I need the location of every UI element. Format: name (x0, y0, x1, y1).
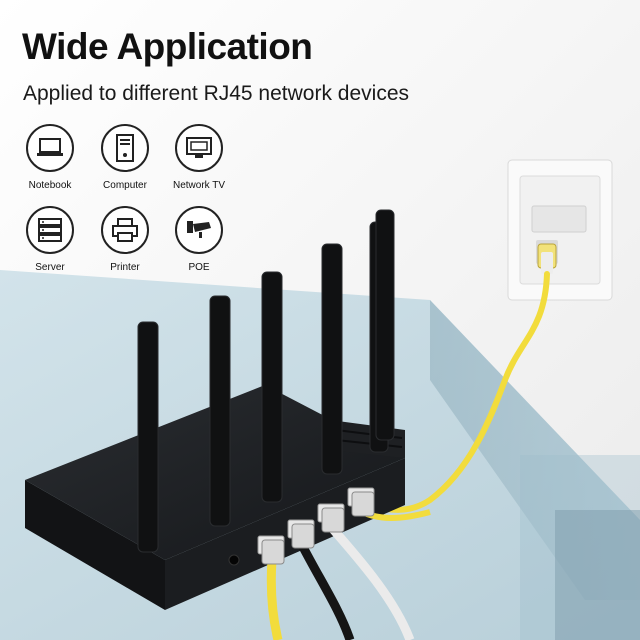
camera-icon (175, 206, 223, 254)
device-server: Server (10, 206, 90, 273)
device-printer: Printer (85, 206, 165, 273)
device-label: Computer (103, 180, 147, 191)
device-label: Notebook (28, 180, 72, 191)
page-title: Wide Application (22, 26, 313, 67)
router-antennas (137, 209, 395, 553)
tv-icon (175, 124, 223, 172)
device-notebook: Notebook (10, 124, 90, 191)
device-label: Network TV (172, 180, 226, 191)
printer-icon (101, 206, 149, 254)
cables (261, 491, 431, 640)
device-label: Server (35, 262, 65, 273)
computer-icon (101, 124, 149, 172)
device-poe: POE (159, 206, 239, 273)
device-network-tv: Network TV (159, 124, 239, 191)
device-label: Printer (110, 262, 140, 273)
server-icon (26, 206, 74, 254)
device-label: POE (188, 262, 210, 273)
device-computer: Computer (85, 124, 165, 191)
wall-socket (507, 159, 613, 301)
page-subtitle: Applied to different RJ45 network device… (23, 82, 409, 105)
notebook-icon (26, 124, 74, 172)
